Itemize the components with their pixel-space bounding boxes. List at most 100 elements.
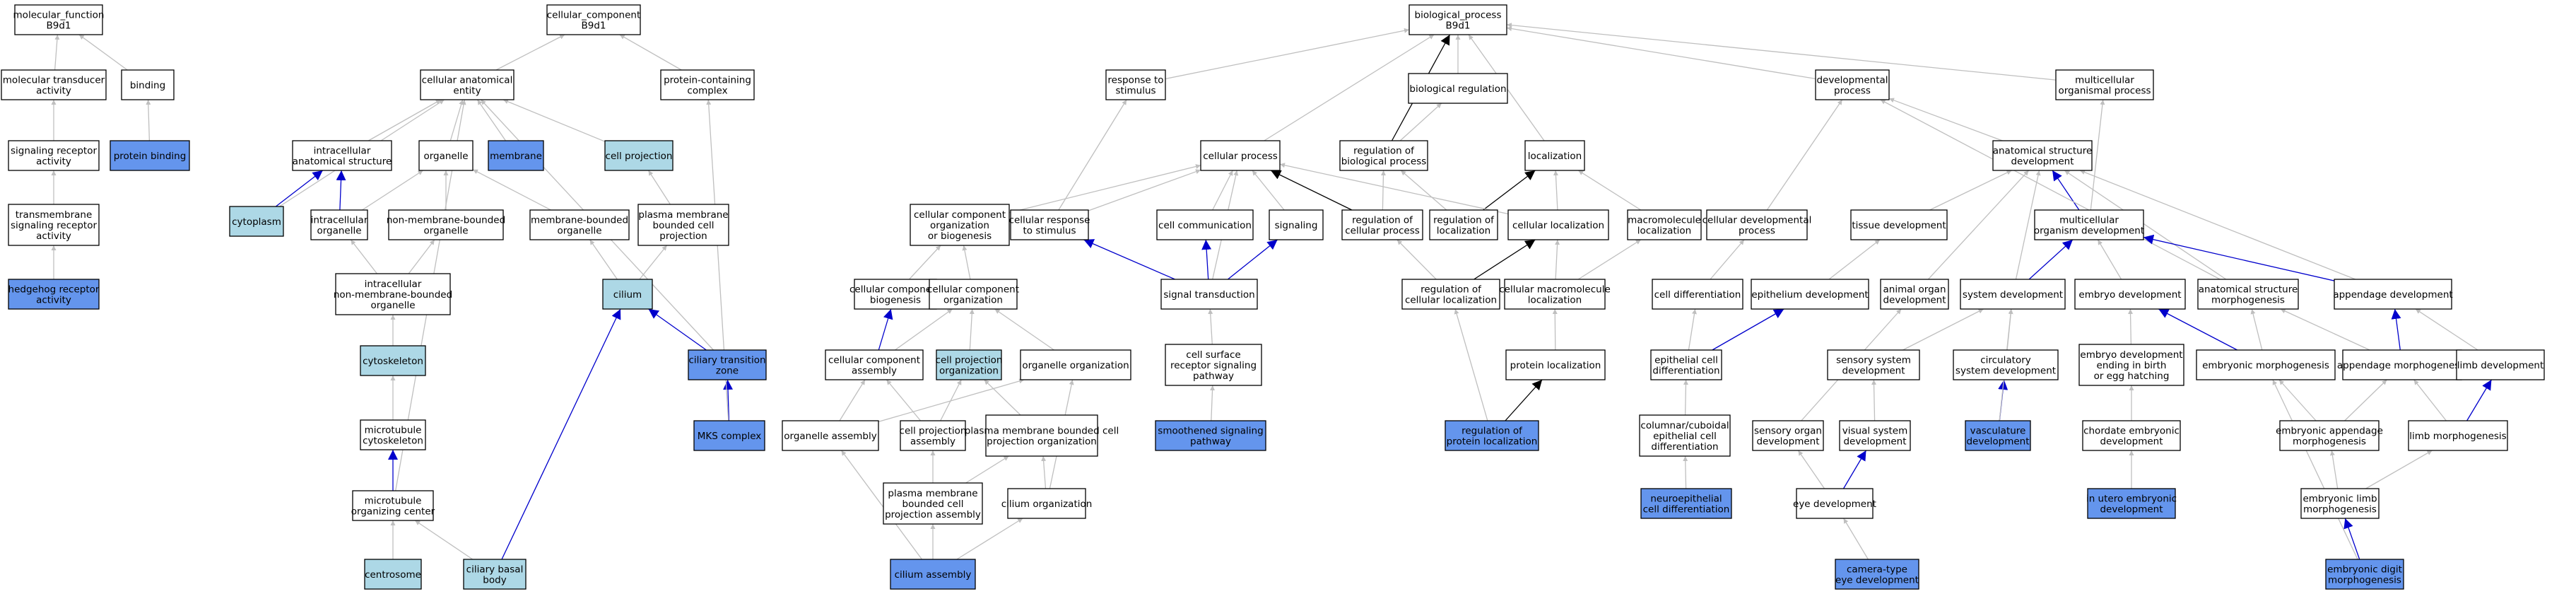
term-node-protloc[interactable]: protein localization (1505, 349, 1606, 380)
term-node-orgasm[interactable]: organelle assembly (782, 420, 879, 451)
term-node-sysdev[interactable]: system development (1960, 279, 2066, 310)
term-node-celldiff[interactable]: cell differentiation (1652, 279, 1743, 310)
term-node-ccomm[interactable]: cell communication (1156, 209, 1254, 240)
term-node-limbmorph[interactable]: limb morphogenesis (2408, 420, 2508, 451)
term-node-breg[interactable]: biological regulation (1408, 73, 1508, 104)
term-node-ciliumasm[interactable]: cilium assembly (890, 559, 976, 590)
term-node-embmorph[interactable]: embryonic morphogenesis (2196, 349, 2336, 380)
edge-limbmorph-to-limbdev (2466, 379, 2492, 421)
term-node-signaling[interactable]: signaling (1269, 209, 1324, 240)
term-label: centrosome (365, 569, 421, 581)
term-node-pbind[interactable]: protein binding (110, 140, 190, 171)
term-node-cytoplasm[interactable]: cytoplasm (229, 206, 284, 237)
term-label-line: activity (36, 86, 71, 97)
term-node-embdev[interactable]: embryo development (2074, 279, 2186, 310)
term-node-appdev[interactable]: appendage development (2333, 279, 2453, 310)
term-node-mkscomplex[interactable]: MKS complex (693, 420, 765, 451)
term-node-sigtrans[interactable]: signal transduction (1160, 279, 1258, 310)
term-node-cellproc[interactable]: cellular process (1200, 140, 1281, 171)
term-node-centrosome[interactable]: centrosome (364, 559, 422, 590)
term-node-ciliumorg[interactable]: cilium organization (1001, 488, 1093, 519)
term-node-membrane[interactable]: membrane (488, 140, 544, 171)
term-node-cloc[interactable]: cellular localization (1507, 209, 1609, 240)
term-node-organelle[interactable]: organelle (418, 140, 474, 171)
term-node-limbdev[interactable]: limb development (2456, 349, 2545, 380)
edge-cml-to-cloc (1555, 239, 1560, 280)
term-node-cproj[interactable]: cell projection (604, 140, 674, 171)
term-node-cytosk[interactable]: cytoskeleton (360, 345, 426, 376)
term-node-tissdev[interactable]: tissue development (1850, 209, 1948, 240)
term-node-loc[interactable]: localization (1524, 140, 1585, 171)
term-node-epidev[interactable]: epithelium development (1751, 279, 1869, 310)
term-node-orgorg[interactable]: organelle organization (1020, 349, 1131, 380)
term-node-cilium[interactable]: cilium (602, 279, 653, 310)
term-node-appmorph[interactable]: appendage morphogenesis (2337, 349, 2467, 380)
term-node-binding[interactable]: binding (121, 69, 175, 100)
term-node-eyedev[interactable]: eye development (1793, 488, 1876, 519)
edge-aod-to-asd (1927, 170, 2030, 280)
term-label-line: organization (943, 295, 1003, 306)
term-label-line: signal transduction (1163, 289, 1254, 301)
